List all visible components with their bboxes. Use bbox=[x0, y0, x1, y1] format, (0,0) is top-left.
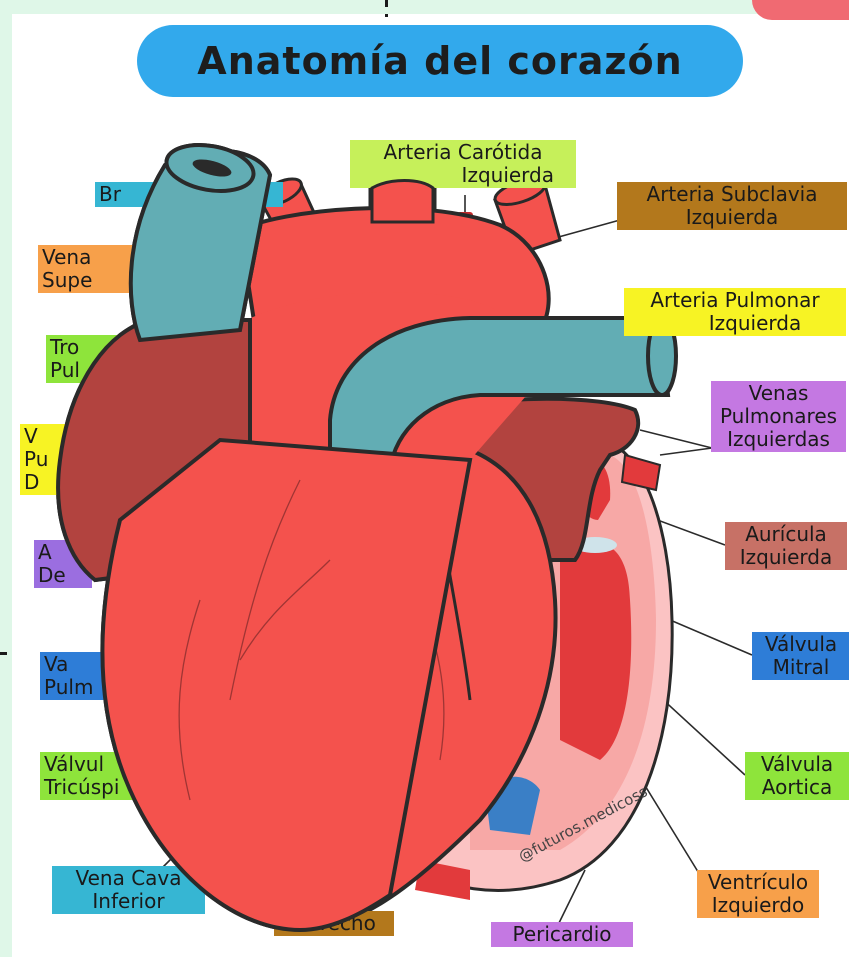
label-pulmonary-veins-right: V Pu D bbox=[20, 424, 78, 495]
label-aortic-valve: Válvula Aortica bbox=[745, 752, 849, 800]
label-mitral-valve: Válvula Mitral bbox=[752, 632, 849, 680]
label-superior-vena-cava: Vena Supe bbox=[38, 245, 151, 293]
label-pulmonary-valve: Va Pulm bbox=[40, 652, 148, 700]
label-pericardium: Pericardio bbox=[491, 922, 633, 947]
label-tricuspid-valve: Válvul Tricúspi bbox=[40, 752, 168, 800]
label-brachiocephalic: Br bbox=[95, 182, 283, 207]
label-right-ventricle: Derecho bbox=[274, 911, 394, 936]
label-subclavian-artery: Arteria Subclavia Izquierda bbox=[617, 182, 847, 230]
label-pulmonary-trunk: Tro Pul bbox=[46, 335, 144, 383]
label-carotid-artery: Arteria Carótida Izquierda bbox=[350, 140, 576, 188]
label-left-ventricle: Ventrículo Izquierdo bbox=[697, 870, 819, 918]
label-left-atrium: Aurícula Izquierda bbox=[725, 522, 847, 570]
label-pulmonary-veins-left: Venas Pulmonares Izquierdas bbox=[711, 381, 846, 452]
label-pulmonary-artery-left: Arteria Pulmonar Izquierda bbox=[624, 288, 846, 336]
label-right-atrium: A De bbox=[34, 540, 92, 588]
label-inferior-vena-cava: Vena Cava Inferior bbox=[52, 866, 205, 914]
